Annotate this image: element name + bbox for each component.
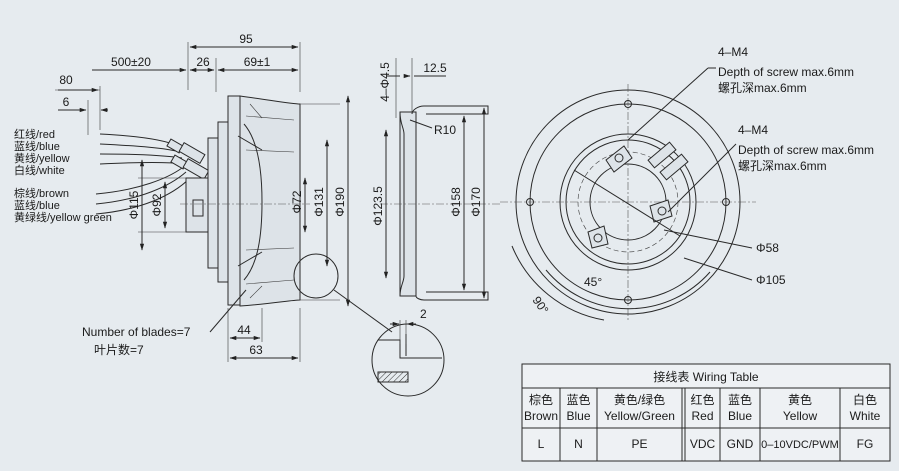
- note1-en: Depth of screw max.6mm: [718, 65, 854, 79]
- dim-phi123-5-label: Φ123.5: [371, 186, 385, 226]
- dim-phi92-label: Φ92: [150, 193, 164, 216]
- wiring-cell-en-5: Yellow: [783, 409, 818, 423]
- wiring-cell-en-1: Blue: [566, 409, 590, 423]
- angle-90-arc: [511, 245, 605, 321]
- dim-phi170-label: Φ170: [469, 187, 483, 217]
- dim-69-label: 69±1: [244, 55, 271, 69]
- dim-80-label: 80: [59, 73, 73, 87]
- dim-phi105-label: Φ105: [756, 273, 786, 287]
- cable-glands: [166, 138, 210, 181]
- wiring-cell-cn-4: 蓝色: [728, 393, 752, 407]
- note2-cn: 螺孔深max.6mm: [738, 159, 827, 173]
- wiring-cell-val-0: L: [538, 437, 545, 451]
- wiring-cell-en-2: Yellow/Green: [604, 409, 675, 423]
- dim-phi115-label: Φ115: [127, 190, 141, 219]
- angle-45-label: 45°: [584, 275, 602, 289]
- wiring-cell-en-6: White: [850, 409, 881, 423]
- wiring-cell-val-5: 0–10VDC/PWM: [761, 439, 839, 451]
- leader-note-1: [627, 67, 709, 141]
- detail-marker-circle: [293, 253, 339, 299]
- dim-phi190-label: Φ190: [333, 187, 347, 217]
- wire-label-yellow-green: 黄绿线/yellow green: [14, 210, 112, 224]
- wire-label-blue-2: 蓝线/blue: [14, 198, 60, 212]
- dim-26-label: 26: [196, 55, 210, 69]
- dim-63-label: 63: [249, 343, 263, 357]
- wiring-cell-val-3: VDC: [690, 437, 716, 451]
- wiring-cell-cn-5: 黄色: [788, 393, 812, 407]
- wiring-table-title: 接线表 Wiring Table: [653, 369, 758, 384]
- wiring-cell-cn-6: 白色: [853, 392, 877, 407]
- dim-phi58-label: Φ58: [756, 241, 779, 255]
- dim-2-label: 2: [420, 307, 427, 321]
- note1-cn: 螺孔深max.6mm: [718, 81, 807, 95]
- wiring-cell-en-3: Red: [691, 409, 713, 423]
- dim-phi72-label: Φ72: [290, 190, 304, 213]
- dim-6-label: 6: [63, 95, 70, 109]
- wire-label-white: 白线/white: [14, 163, 65, 177]
- wire-label-yellow: 黄线/yellow: [14, 151, 70, 165]
- wire-label-brown: 棕线/brown: [14, 186, 69, 200]
- dim-95-label: 95: [239, 32, 253, 46]
- mount-tab-1: [605, 145, 633, 173]
- wiring-cell-val-6: FG: [857, 437, 874, 451]
- wiring-cell-cn-2: 黄色/绿色: [614, 392, 665, 407]
- dim-44-label: 44: [237, 323, 251, 337]
- wiring-cell-cn-3: 红色: [690, 392, 714, 407]
- wiring-cell-cn-0: 棕色: [529, 392, 553, 407]
- wire-label-blue: 蓝线/blue: [14, 139, 60, 153]
- blades-count-cn: 叶片数=7: [94, 342, 144, 357]
- inlet-ring-section: 4–Φ4.5 12.5 R10 Φ123.5 Φ158 Φ170 2: [371, 58, 500, 397]
- wiring-cell-val-4: GND: [727, 437, 754, 451]
- angle-90-label: 90°: [530, 294, 552, 317]
- wiring-cell-cn-1: 蓝色: [566, 393, 590, 407]
- leader-note-2: [667, 143, 737, 213]
- dim-r10-label: R10: [434, 123, 456, 137]
- dim-phi131-label: Φ131: [312, 187, 326, 217]
- wiring-cell-en-0: Brown: [524, 409, 558, 423]
- wiring-cell-val-1: N: [574, 437, 583, 451]
- dim-12-5-label: 12.5: [423, 61, 447, 75]
- dim-4-phi45-label: 4–Φ4.5: [378, 62, 392, 102]
- impeller-backplate: [227, 95, 241, 306]
- note2-en: Depth of screw max.6mm: [738, 143, 874, 157]
- wire-label-red: 红线/red: [14, 127, 55, 141]
- dim-cable-length-label: 500±20: [111, 55, 151, 69]
- side-view: 95 500±20 26 69±1 80 6 红线/red 蓝线/blue 黄线…: [14, 32, 393, 362]
- blades-count-en: Number of blades=7: [82, 325, 191, 339]
- dim-phi158-label: Φ158: [449, 187, 463, 217]
- angle-45-arc: [545, 269, 711, 310]
- front-view: 4–M4 Depth of screw max.6mm 螺孔深max.6mm 4…: [500, 45, 874, 322]
- wiring-cell-val-2: PE: [631, 437, 647, 451]
- note2-title: 4–M4: [738, 123, 768, 137]
- wiring-cell-en-4: Blue: [728, 409, 752, 423]
- detail-enlargement: [371, 323, 445, 397]
- note1-title: 4–M4: [718, 45, 748, 59]
